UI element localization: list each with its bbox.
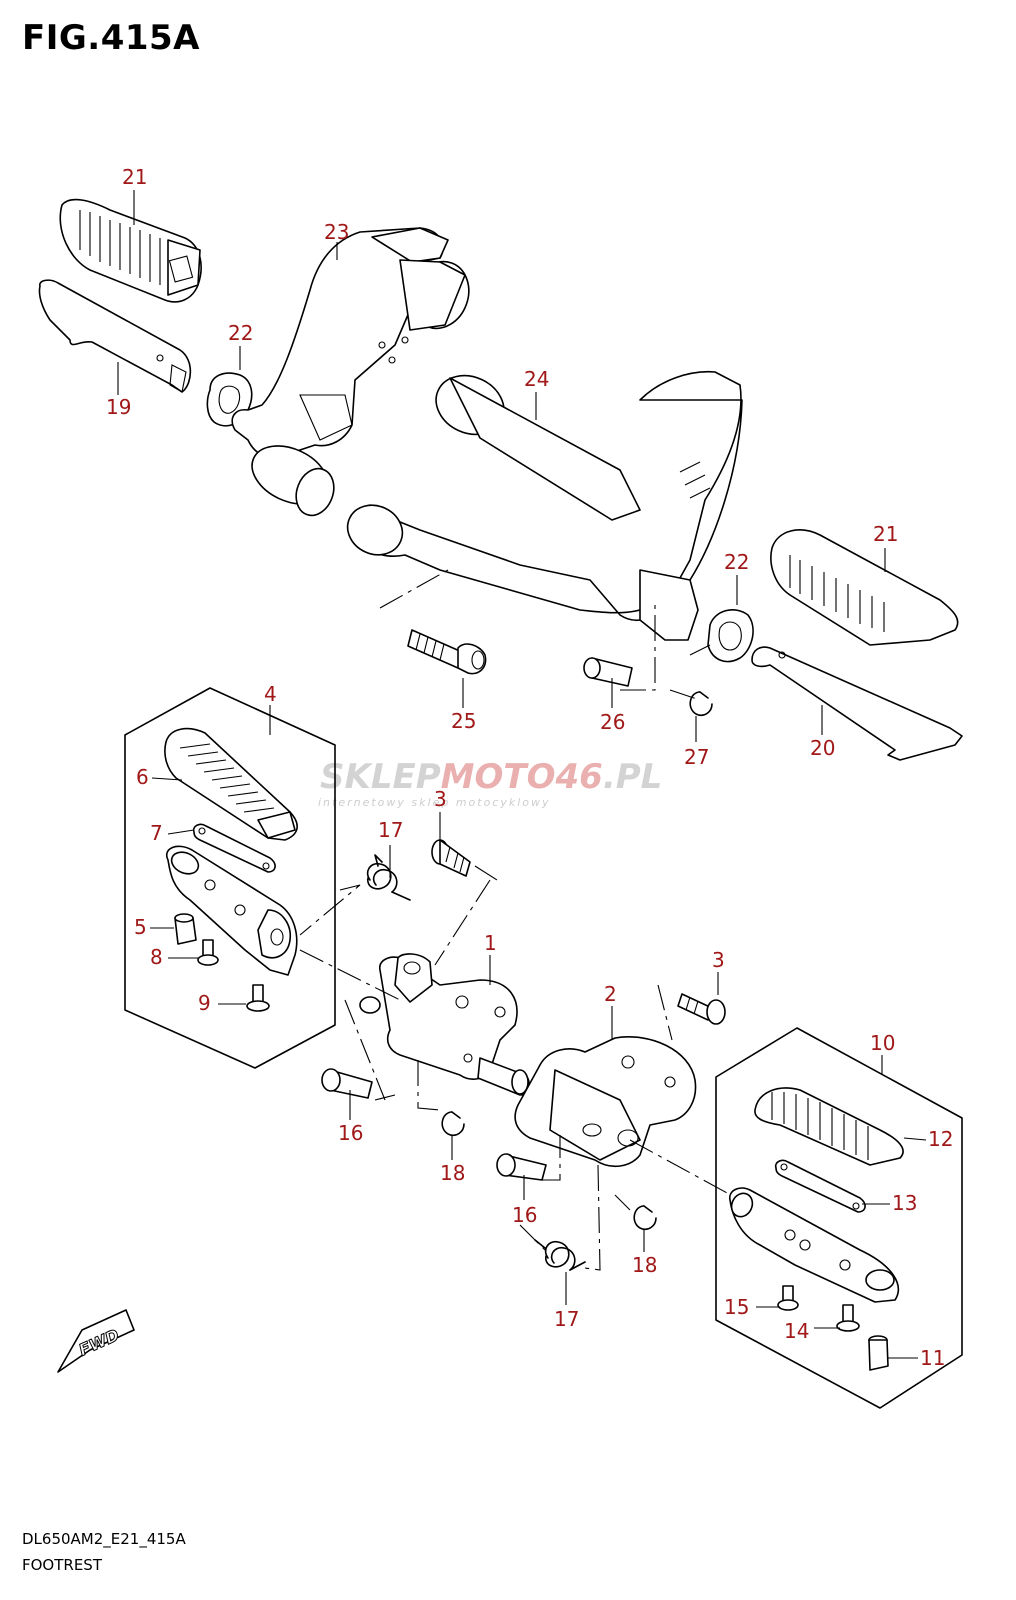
- svg-text:SKLEPMOTO46.PL: SKLEPMOTO46.PL: [320, 757, 662, 797]
- watermark-brand-suffix: .PL: [603, 757, 663, 797]
- leader-lines: [117, 190, 927, 1359]
- part-26-pin: [583, 657, 633, 687]
- part-5-nut: [174, 913, 197, 945]
- part-17-spring-lower: [534, 1239, 586, 1271]
- part-9-bolt: [246, 984, 270, 1012]
- part-22-ring-right: [707, 609, 754, 663]
- callout-3-upper: 3: [434, 787, 447, 811]
- watermark-brand-middle: MOTO: [441, 757, 556, 797]
- watermark-brand-prefix: SKLEP: [320, 757, 441, 797]
- part-4-assembly-box: [124, 687, 336, 1069]
- callout-16-left: 16: [338, 1121, 363, 1145]
- callout-5: 5: [134, 915, 147, 939]
- callout-8: 8: [150, 945, 163, 969]
- part-18-clip-right: [633, 1205, 657, 1231]
- part-6-rubber: [164, 727, 298, 841]
- callout-10: 10: [870, 1031, 895, 1055]
- part-1-left-bracket: [359, 953, 530, 1096]
- part-25-bolt: [407, 629, 487, 675]
- watermark-tagline: internetowy sklep motocyklowy: [318, 796, 551, 809]
- callout-3-lower: 3: [712, 948, 725, 972]
- callout-20: 20: [810, 736, 835, 760]
- section-name: FOOTREST: [22, 1556, 102, 1574]
- part-18-clip-left: [441, 1111, 465, 1137]
- callout-14: 14: [784, 1319, 809, 1343]
- part-13-plate: [774, 1159, 866, 1213]
- callout-13: 13: [892, 1191, 917, 1215]
- left-footrest-arm: [165, 845, 298, 976]
- callout-7: 7: [150, 821, 163, 845]
- part-27-clip: [689, 691, 713, 717]
- part-21-rubber-upper-left: [59, 198, 202, 303]
- callout-4: 4: [264, 682, 277, 706]
- part-17-spring-upper: [366, 854, 411, 901]
- part-3-bolt-lower: [677, 993, 726, 1025]
- callout-18-left: 18: [440, 1161, 465, 1185]
- callout-18-right: 18: [632, 1253, 657, 1277]
- figure-title: FIG.415A: [22, 18, 200, 58]
- callout-1: 1: [484, 931, 497, 955]
- callout-26: 26: [600, 710, 625, 734]
- callout-19: 19: [106, 395, 131, 419]
- part-21-rubber-right: [770, 529, 959, 646]
- part-12-rubber: [754, 1087, 904, 1166]
- part-2-right-bracket: [514, 1036, 697, 1168]
- part-14-bolt: [836, 1304, 860, 1332]
- watermark-brand-number: 46: [555, 757, 603, 797]
- callout-24: 24: [524, 367, 549, 391]
- forward-direction-badge: FWD: [57, 1309, 135, 1373]
- assembly-lines-lower: [299, 865, 741, 1271]
- part-19-plate-upper-left: [38, 279, 192, 393]
- callout-16-lower: 16: [512, 1203, 537, 1227]
- part-8-bolt: [197, 939, 219, 966]
- watermark: SKLEPMOTO46.PL internetowy sklep motocyk…: [318, 757, 662, 809]
- model-code: DL650AM2_E21_415A: [22, 1530, 186, 1548]
- callout-17-upper: 17: [378, 818, 403, 842]
- part-7-plate: [192, 823, 276, 873]
- part-3-bolt-upper: [431, 839, 471, 877]
- part-11-nut: [868, 1335, 889, 1371]
- part-24-right-bracket-frame: [346, 370, 743, 641]
- callout-22-upper-left: 22: [228, 321, 253, 345]
- callout-15: 15: [724, 1295, 749, 1319]
- callout-25: 25: [451, 709, 476, 733]
- callout-27: 27: [684, 745, 709, 769]
- callout-21-right: 21: [873, 522, 898, 546]
- callout-2: 2: [604, 982, 617, 1006]
- callout-9: 9: [198, 991, 211, 1015]
- part-10-assembly-box: [715, 1027, 963, 1409]
- part-23-left-bracket-frame: [231, 227, 470, 517]
- part-16-pin-left: [321, 1068, 373, 1099]
- right-footrest-arm: [729, 1187, 900, 1303]
- part-15-bolt: [777, 1285, 799, 1311]
- callout-21-upper-left: 21: [122, 165, 147, 189]
- callout-12: 12: [928, 1127, 953, 1151]
- callout-labels: 21 23 22 19 24 21 22 25 26 27 20 4 6 7 5…: [106, 165, 953, 1370]
- part-20-plate-right: [751, 646, 963, 761]
- callout-23: 23: [324, 220, 349, 244]
- callout-17-lower: 17: [554, 1307, 579, 1331]
- part-16-pin-lower: [496, 1153, 547, 1181]
- callout-11: 11: [920, 1346, 945, 1370]
- assembly-lines-upper: [379, 569, 711, 701]
- callout-22-right: 22: [724, 550, 749, 574]
- callout-6: 6: [136, 765, 149, 789]
